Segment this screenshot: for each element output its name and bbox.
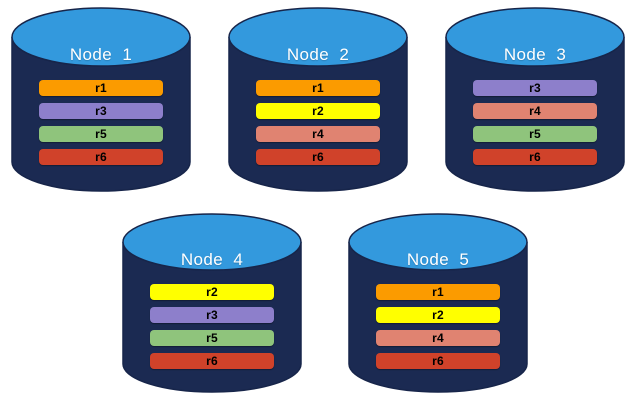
- replica-bar-list: r2 r3 r5 r6: [122, 284, 302, 369]
- replica-bar-r6[interactable]: r6: [473, 149, 597, 165]
- replica-bar-r6[interactable]: r6: [256, 149, 380, 165]
- replica-bar-r2[interactable]: r2: [256, 103, 380, 119]
- replica-bar-r5[interactable]: r5: [473, 126, 597, 142]
- replica-bar-list: r1 r2 r4 r6: [228, 80, 408, 165]
- replica-label: r6: [432, 354, 444, 368]
- database-node-3[interactable]: Node 3 r3 r4 r5 r6: [445, 7, 625, 192]
- replica-label: r6: [312, 150, 324, 164]
- database-node-1[interactable]: Node 1 r1 r3 r5 r6: [11, 7, 191, 192]
- replica-bar-r6[interactable]: r6: [39, 149, 163, 165]
- replica-bar-r4[interactable]: r4: [376, 330, 500, 346]
- replica-label: r5: [206, 331, 218, 345]
- replica-label: r3: [95, 104, 107, 118]
- replica-bar-r6[interactable]: r6: [150, 353, 274, 369]
- replica-bar-r6[interactable]: r6: [376, 353, 500, 369]
- replica-label: r3: [529, 81, 541, 95]
- replica-label: r6: [95, 150, 107, 164]
- replica-label: r2: [432, 308, 444, 322]
- replica-bar-r3[interactable]: r3: [473, 80, 597, 96]
- replica-bar-r1[interactable]: r1: [376, 284, 500, 300]
- replica-label: r4: [529, 104, 541, 118]
- node-label: Node 5: [406, 249, 470, 269]
- replica-bar-list: r3 r4 r5 r6: [445, 80, 625, 165]
- replica-label: r5: [529, 127, 541, 141]
- replica-label: r6: [529, 150, 541, 164]
- replica-bar-r2[interactable]: r2: [376, 307, 500, 323]
- replica-bar-list: r1 r2 r4 r6: [348, 284, 528, 369]
- node-label: Node 1: [69, 45, 133, 65]
- replica-label: r1: [95, 81, 107, 95]
- node-label: Node 3: [503, 45, 567, 65]
- replica-label: r4: [432, 331, 444, 345]
- replica-bar-r1[interactable]: r1: [39, 80, 163, 96]
- replica-label: r2: [312, 104, 324, 118]
- database-node-4[interactable]: Node 4 r2 r3 r5 r6: [122, 213, 302, 393]
- replica-bar-r4[interactable]: r4: [473, 103, 597, 119]
- replica-bar-r3[interactable]: r3: [150, 307, 274, 323]
- database-node-2[interactable]: Node 2 r1 r2 r4 r6: [228, 7, 408, 192]
- replica-label: r1: [312, 81, 324, 95]
- replica-bar-r5[interactable]: r5: [150, 330, 274, 346]
- replica-label: r1: [432, 285, 444, 299]
- node-label: Node 4: [180, 249, 244, 269]
- replica-label: r5: [95, 127, 107, 141]
- replica-bar-r5[interactable]: r5: [39, 126, 163, 142]
- replica-label: r6: [206, 354, 218, 368]
- replica-bar-r2[interactable]: r2: [150, 284, 274, 300]
- replica-bar-r1[interactable]: r1: [256, 80, 380, 96]
- replica-bar-r4[interactable]: r4: [256, 126, 380, 142]
- database-node-5[interactable]: Node 5 r1 r2 r4 r6: [348, 213, 528, 393]
- node-label: Node 2: [286, 45, 350, 65]
- replica-label: r4: [312, 127, 324, 141]
- replica-label: r3: [206, 308, 218, 322]
- replica-bar-r3[interactable]: r3: [39, 103, 163, 119]
- replica-bar-list: r1 r3 r5 r6: [11, 80, 191, 165]
- replica-label: r2: [206, 285, 218, 299]
